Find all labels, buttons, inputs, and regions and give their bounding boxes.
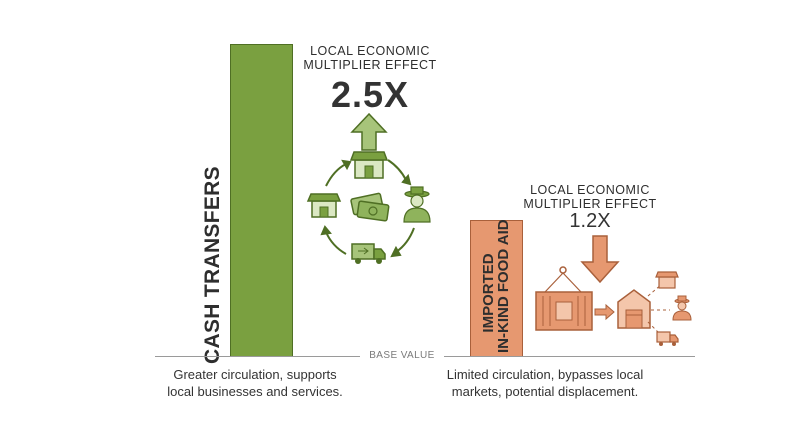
- cash-multiplier-title-line2: MULTIPLIER EFFECT: [303, 58, 437, 72]
- farmer-icon-small: [672, 295, 692, 321]
- aid-caption-line1: Limited circulation, bypasses local: [446, 367, 644, 382]
- cash-multiplier-title: LOCAL ECONOMIC MULTIPLIER EFFECT: [300, 44, 440, 72]
- truck-icon-small: [656, 331, 679, 346]
- cash-multiplier-value: 2.5X: [330, 74, 410, 115]
- up-arrow-icon: [350, 112, 388, 151]
- down-arrow-icon: [580, 235, 620, 284]
- aid-multiplier-value: 1.2X: [569, 210, 611, 232]
- aid-multiplier-title: LOCAL ECONOMIC MULTIPLIER EFFECT: [520, 183, 660, 211]
- aid-multiplier-title-line1: LOCAL ECONOMIC: [530, 183, 650, 197]
- food-aid-bar: [470, 220, 523, 357]
- store-icon: [349, 151, 389, 179]
- cash-caption-line1: Greater circulation, supports: [173, 367, 337, 382]
- cash-caption: Greater circulation, supports local busi…: [150, 366, 360, 400]
- shipping-container-icon: [535, 266, 593, 331]
- aid-multiplier-title-line2: MULTIPLIER EFFECT: [523, 197, 657, 211]
- farmer-icon: [403, 186, 431, 223]
- cash-icon: [350, 192, 390, 222]
- store-icon-small: [655, 271, 679, 289]
- baseline-label: BASE VALUE: [360, 350, 444, 361]
- cash-multiplier-title-line1: LOCAL ECONOMIC: [310, 44, 430, 58]
- cash-caption-line2: local businesses and services.: [167, 384, 343, 399]
- cycle-arrows-icon: [320, 159, 415, 258]
- cash-transfers-bar: [230, 44, 293, 357]
- distribution-paths: [647, 283, 670, 335]
- store-icon-left: [306, 193, 342, 218]
- arrow-right-icon: [594, 303, 615, 321]
- truck-icon: [351, 243, 386, 264]
- warehouse-icon: [617, 289, 651, 329]
- aid-caption-line2: markets, potential displacement.: [451, 384, 639, 399]
- aid-caption: Limited circulation, bypasses local mark…: [420, 366, 670, 400]
